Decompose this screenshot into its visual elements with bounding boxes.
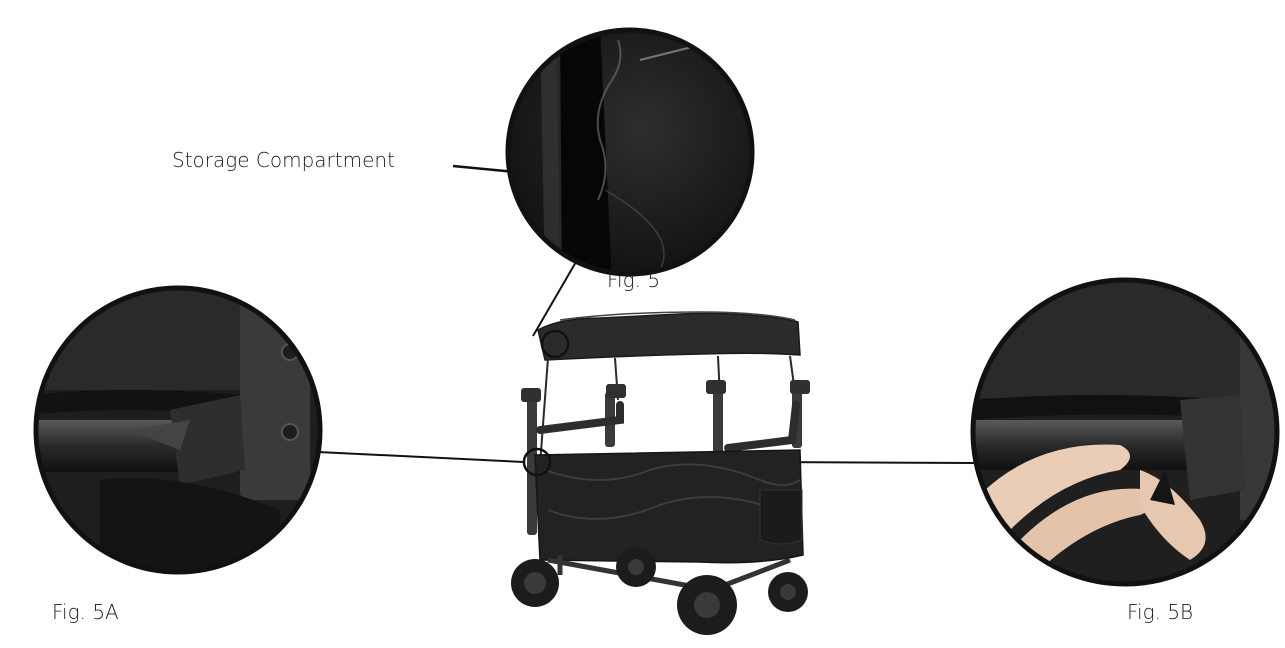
storage-compartment-label: Storage Compartment (172, 148, 395, 172)
wagon-illustration (511, 312, 810, 635)
fig5b-detail-circle (970, 278, 1280, 588)
fig-5a-label: Fig. 5A (52, 600, 119, 624)
fig-5b-label: Fig. 5B (1127, 600, 1193, 624)
fig5a-leader-line (318, 452, 524, 462)
fig5a-detail-circle (30, 280, 330, 580)
fig-5-label: Fig. 5 (607, 268, 660, 292)
fig5-detail-circle (500, 25, 760, 285)
